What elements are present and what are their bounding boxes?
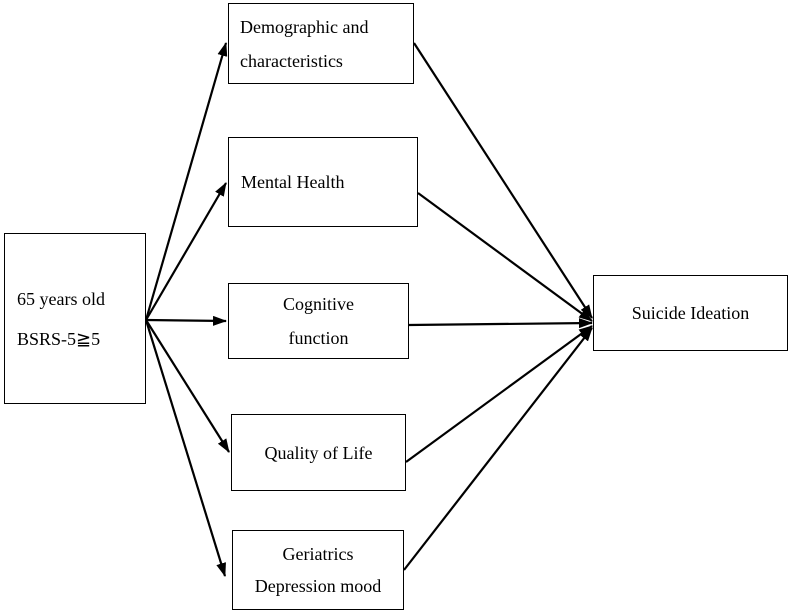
arrow-mental-health-to-target [417,192,593,322]
factor-label-line-1: Mental Health [241,172,345,192]
target-label: Suicide Ideation [631,303,750,323]
arrow-source-to-geriatrics-depression [144,319,227,577]
arrow-geriatrics-depression-to-target [403,327,593,571]
factor-label-line-2: characteristics [240,50,343,71]
factor-label-line-2: function [288,328,349,348]
arrow-quality-of-life-to-target [405,325,593,463]
source-label-line-2: BSRS-5≧5 [17,328,101,349]
factor-label-line-1: Demographic and [240,16,369,37]
target-node-suicide-ideation: Suicide Ideation [593,275,788,351]
arrow-source-to-cognitive-function [145,315,227,326]
arrow-source-to-quality-of-life [145,319,230,453]
factor-label-line-1: Quality of Life [264,442,373,463]
arrow-cognitive-function-to-target [408,318,593,329]
factor-node-quality-of-life: Quality of Life [231,414,406,491]
arrow-demographic-to-target [413,42,593,319]
factor-node-demographic: Demographic and characteristics [228,3,414,84]
factor-node-mental-health: Mental Health [228,137,418,227]
source-label-line-1: 65 years old [17,288,105,309]
arrow-source-to-demographic [144,42,228,321]
factor-label-line-1: Geriatrics [282,544,354,564]
source-node: 65 years old BSRS-5≧5 [4,233,146,404]
factor-label-line-2: Depression mood [254,576,382,596]
arrow-source-to-mental-health [145,182,227,321]
factor-node-cognitive-function: Cognitive function [228,283,409,359]
factor-label-line-1: Cognitive [283,294,354,314]
factor-node-geriatrics-depression: Geriatrics Depression mood [232,530,404,610]
